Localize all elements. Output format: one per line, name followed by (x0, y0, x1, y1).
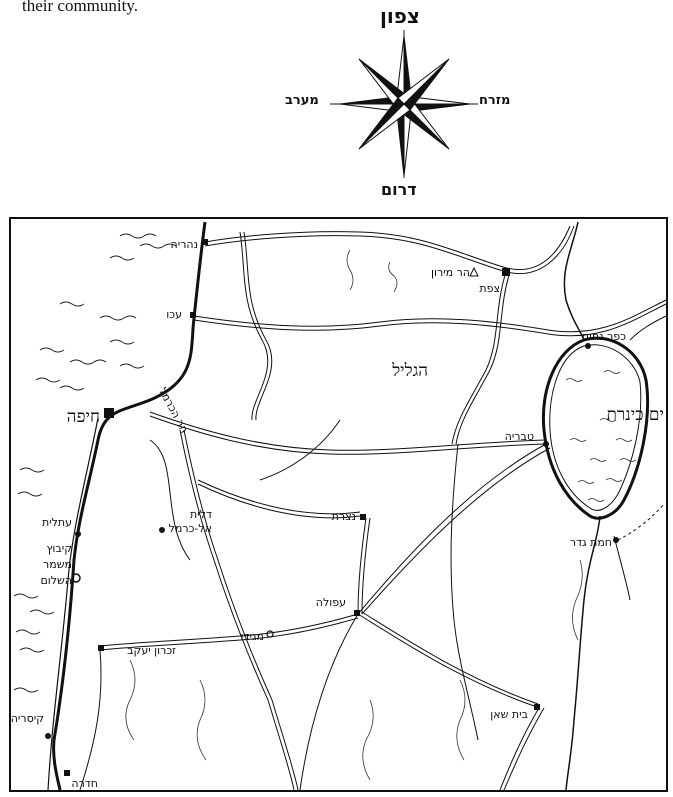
kfar-nahum-marker (585, 343, 591, 349)
border-line (617, 503, 665, 541)
map-frame (9, 217, 668, 792)
label-beit-shean: בית שאן (490, 708, 528, 721)
label-kibbutz-3: השלום (40, 574, 72, 587)
kibbutz-marker (71, 573, 81, 583)
tveria-marker (543, 441, 549, 447)
daliyat-marker (159, 527, 165, 533)
nazareth-marker (360, 514, 366, 520)
label-zichron: זכרון יעקב (127, 644, 176, 657)
zichron-marker (98, 645, 104, 651)
label-megiddo: מגידו (241, 630, 264, 643)
afula-marker (354, 610, 360, 616)
header-text: their community. (22, 0, 138, 15)
jordan-river-south (565, 515, 601, 791)
label-kfar-nahum: כפר נחום (582, 330, 626, 343)
coastline-inner (47, 417, 99, 791)
compass-south-label: דרום (381, 180, 417, 199)
label-tzfat: צפת (479, 282, 500, 295)
label-caesarea: קיסריה (11, 712, 44, 725)
label-sea-of-galilee: ים כינרת (607, 405, 664, 425)
label-afula: עפולה (316, 596, 346, 609)
nahariya-marker (202, 239, 208, 245)
label-haifa: חיפה (67, 407, 100, 427)
meron-marker (469, 266, 479, 277)
city-markers (45, 239, 619, 776)
label-tveria: טבריה (505, 430, 534, 443)
beit-shean-marker (534, 704, 540, 710)
sea-of-galilee (541, 336, 650, 520)
haifa-marker (104, 408, 114, 418)
label-atlit: עתלית (42, 516, 72, 529)
label-kibbutz-1: קיבוץ (46, 542, 72, 555)
roads (79, 225, 667, 791)
label-carmel: הר הכרמל (156, 385, 191, 435)
compass-east-label: מזרח (479, 93, 511, 108)
compass-rose-icon (330, 30, 478, 178)
river-east (629, 315, 667, 341)
label-akko: עכו (166, 308, 182, 321)
jordan-river-north (563, 221, 585, 341)
label-daliyat-karmel: אל-כרמל (169, 522, 212, 535)
label-nazareth: נצרת (332, 510, 356, 523)
label-meron: הר מירון (431, 266, 470, 279)
label-hadera: חדרה (71, 777, 98, 790)
akko-marker (190, 312, 196, 318)
hadera-marker (64, 770, 70, 776)
compass-north-label: צפון (380, 4, 420, 28)
label-hamat-gader: חמת גדר (570, 536, 612, 549)
label-nahariya: נהריה (171, 238, 198, 251)
label-kibbutz-2: משמר (43, 558, 72, 571)
wadis (125, 249, 583, 781)
tzfat-marker (502, 268, 510, 276)
compass-west-label: מערב (285, 93, 319, 108)
sea-of-galilee-inner (549, 344, 642, 511)
caesarea-marker (45, 733, 51, 739)
sea-waves (13, 233, 177, 693)
megiddo-marker (266, 630, 274, 638)
label-galilee: הגליל (391, 361, 428, 381)
label-daliyat: דלית (190, 508, 212, 521)
coastline (52, 221, 207, 791)
hamat-gader-marker (613, 537, 619, 543)
atlit-marker (75, 531, 81, 537)
lake-waves (565, 370, 637, 502)
